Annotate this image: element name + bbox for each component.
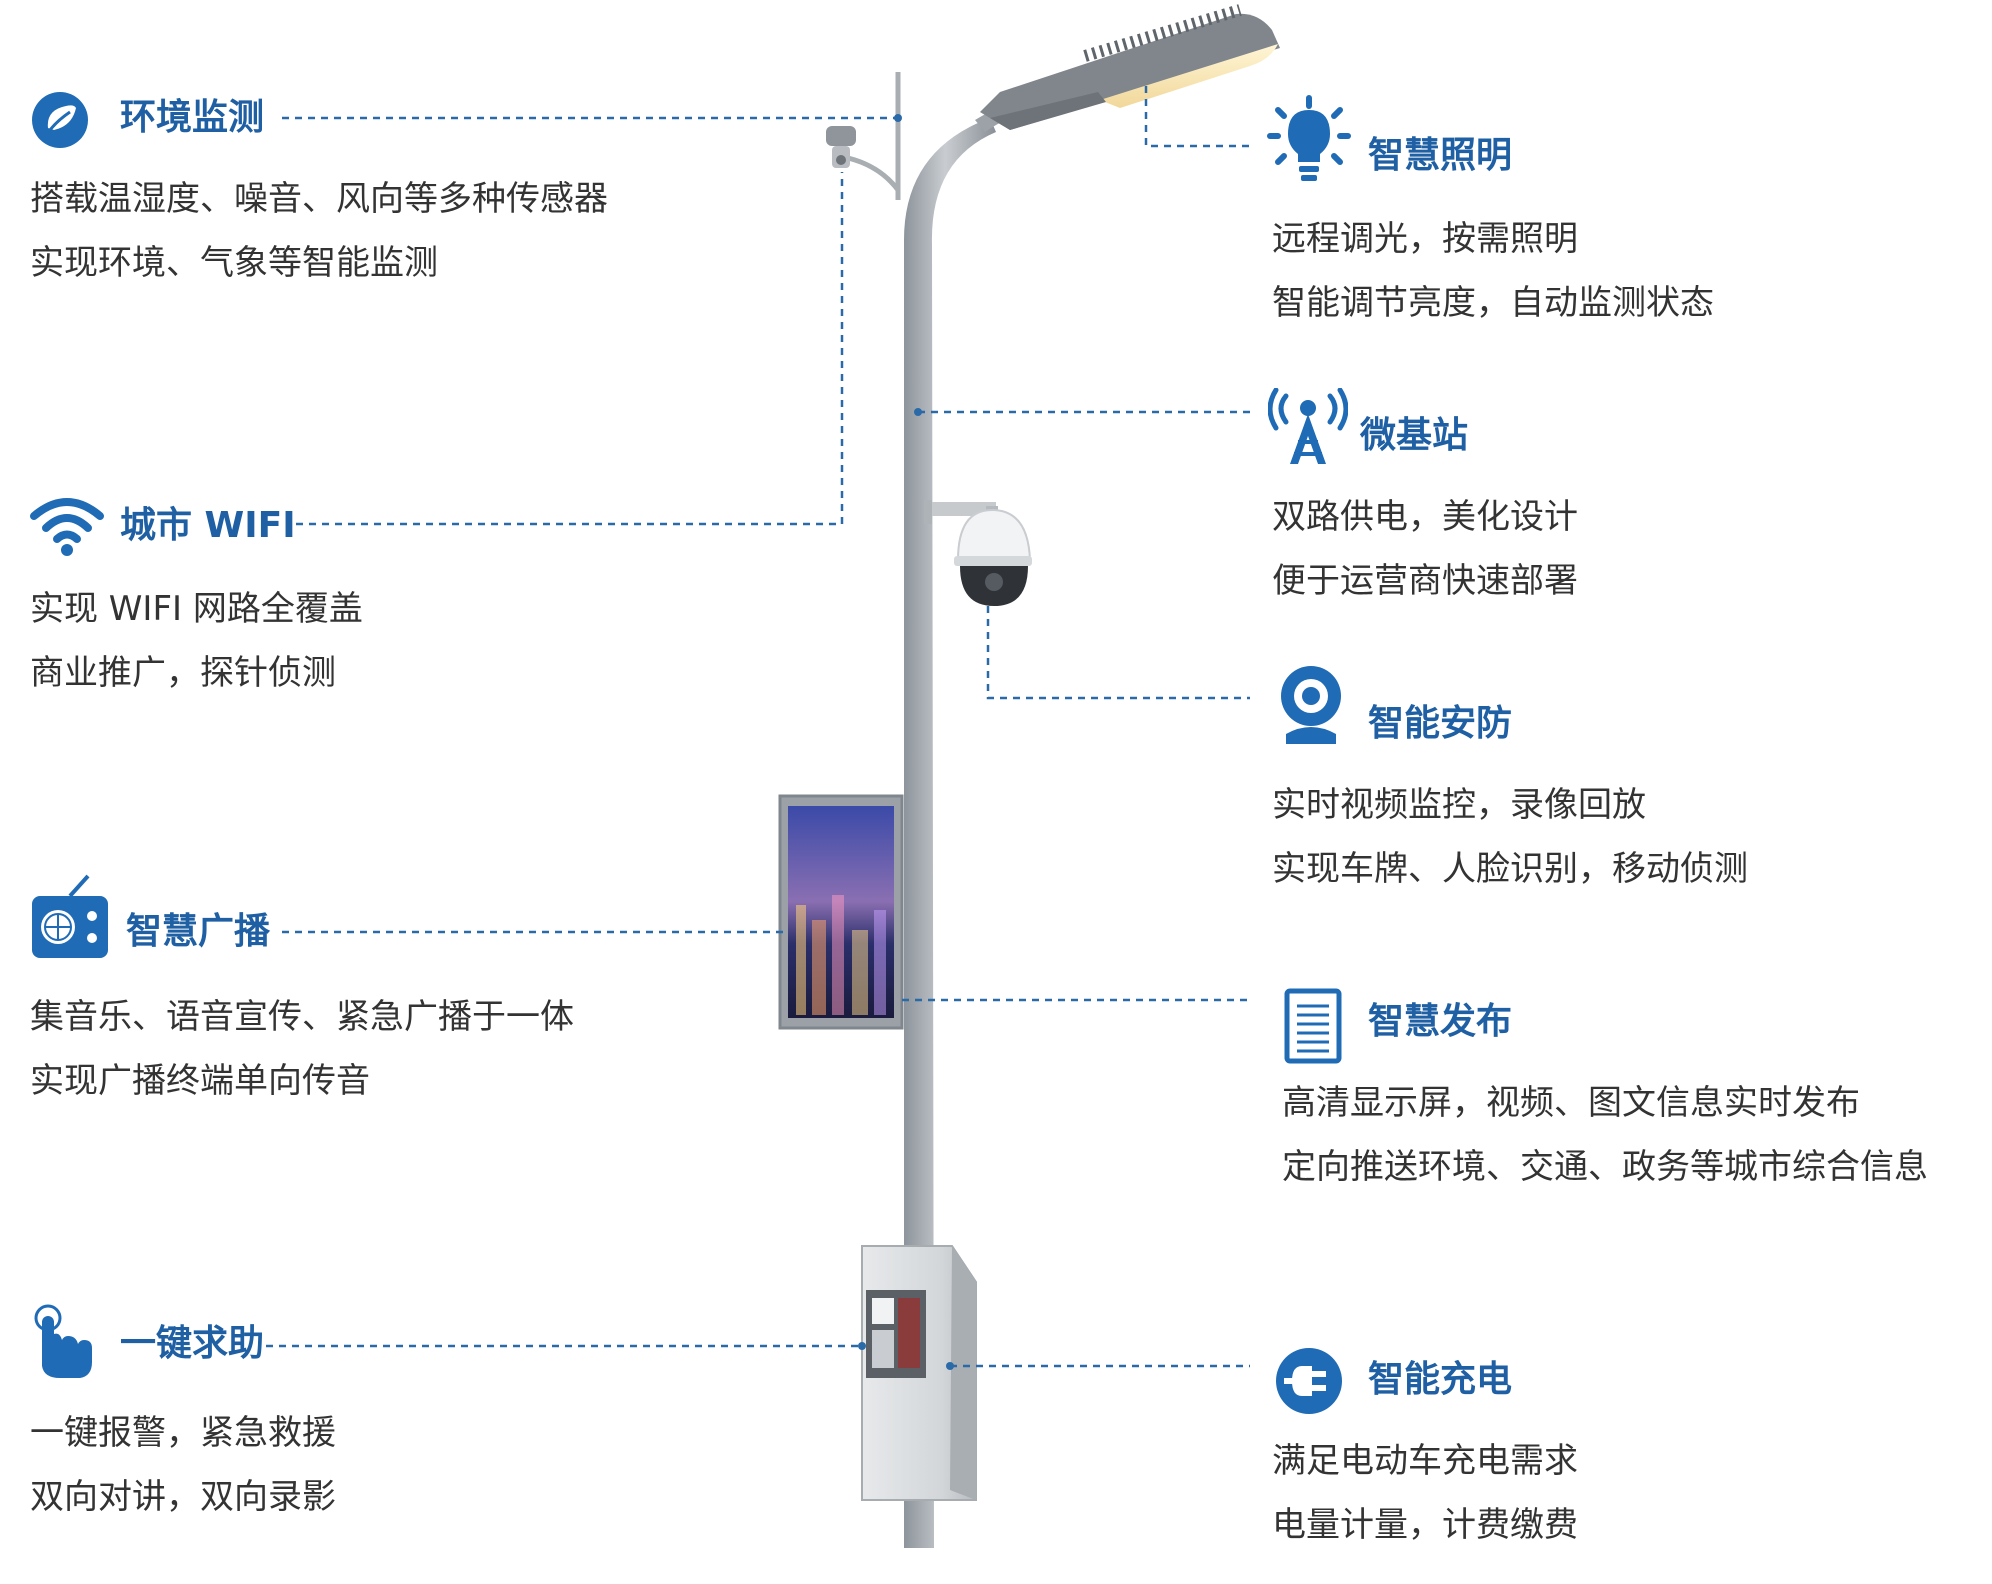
feature-desc-line: 实时视频监控，录像回放 bbox=[1272, 785, 1646, 825]
feature-desc-line: 商业推广，探针侦测 bbox=[30, 653, 336, 693]
feature-title: 智慧广播 bbox=[126, 911, 271, 952]
radio-icon bbox=[32, 874, 108, 958]
feature-desc-line: 搭载温湿度、噪音、风向等多种传感器 bbox=[30, 179, 608, 219]
control-cabinet bbox=[861, 1245, 977, 1501]
webcam-icon bbox=[1281, 666, 1341, 744]
feature-desc-line: 便于运营商快速部署 bbox=[1272, 561, 1578, 601]
feature-desc-line: 满足电动车充电需求 bbox=[1272, 1441, 1578, 1481]
feature-desc-line: 实现广播终端单向传音 bbox=[30, 1061, 370, 1101]
feature-desc-line: 高清显示屏，视频、图文信息实时发布 bbox=[1282, 1083, 1860, 1123]
antenna-tower-icon bbox=[1268, 388, 1348, 464]
feature-title: 智慧照明 bbox=[1368, 135, 1513, 176]
feature-desc-line: 双路供电，美化设计 bbox=[1272, 497, 1578, 537]
feature-title: 环境监测 bbox=[120, 97, 265, 138]
feature-title: 微基站 bbox=[1360, 415, 1469, 456]
feature-desc-line: 一键报警，紧急救援 bbox=[30, 1413, 336, 1453]
wifi-icon bbox=[30, 498, 104, 556]
feature-desc-line: 电量计量，计费缴费 bbox=[1272, 1505, 1578, 1545]
feature-title: 智能安防 bbox=[1368, 703, 1513, 744]
feature-desc-line: 智能调节亮度，自动监测状态 bbox=[1272, 283, 1714, 323]
lamp-head bbox=[980, 4, 1280, 130]
feature-desc-line: 实现车牌、人脸识别，移动侦测 bbox=[1272, 849, 1748, 889]
lightbulb-icon bbox=[1267, 95, 1351, 181]
feature-desc-line: 定向推送环境、交通、政务等城市综合信息 bbox=[1282, 1147, 1928, 1187]
feature-desc-line: 双向对讲，双向录影 bbox=[30, 1477, 336, 1517]
hand-pointer-icon bbox=[34, 1304, 92, 1378]
feature-title: 智能充电 bbox=[1368, 1359, 1513, 1400]
connector-dots bbox=[858, 114, 954, 1370]
feature-desc-line: 实现 WIFI 网路全覆盖 bbox=[30, 589, 363, 629]
connector-lines bbox=[266, 86, 1254, 1368]
dome-camera bbox=[924, 500, 1032, 606]
leaf-icon bbox=[32, 92, 88, 148]
feature-title: 一键求助 bbox=[120, 1323, 265, 1364]
feature-desc-line: 实现环境、气象等智能监测 bbox=[30, 243, 438, 283]
feature-title: 城市 WIFI bbox=[120, 505, 296, 546]
led-display-screen bbox=[778, 794, 904, 1030]
plug-icon bbox=[1276, 1348, 1342, 1414]
feature-desc-line: 集音乐、语音宣传、紧急广播于一体 bbox=[30, 997, 574, 1037]
feature-desc-line: 远程调光，按需照明 bbox=[1272, 219, 1578, 259]
sensor-mast bbox=[826, 72, 901, 200]
document-icon bbox=[1284, 988, 1342, 1064]
feature-title: 智慧发布 bbox=[1368, 1001, 1513, 1042]
